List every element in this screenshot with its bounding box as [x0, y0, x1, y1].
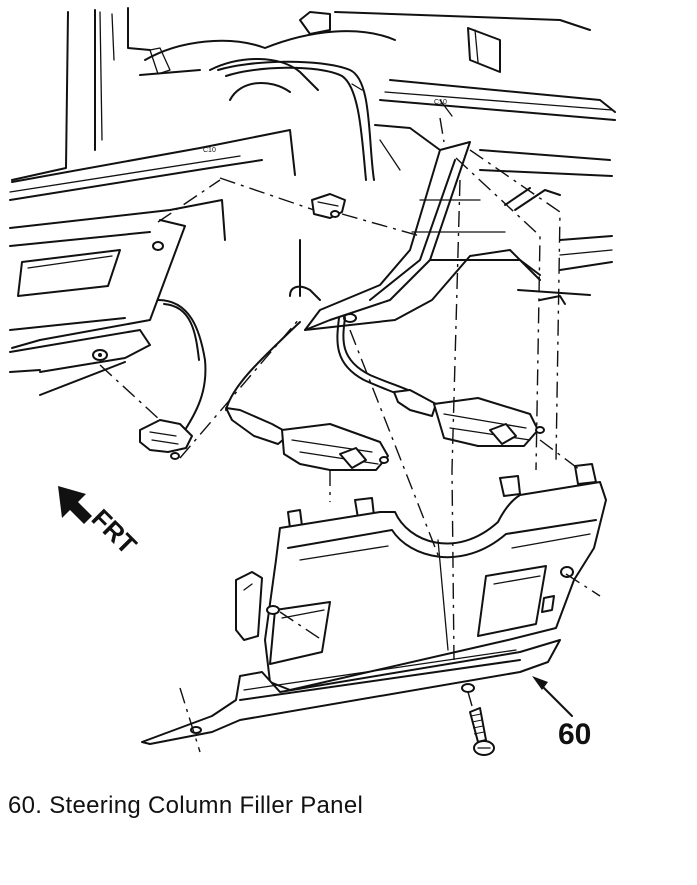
callout-number: 60 — [558, 718, 591, 751]
callout-arrow-icon — [532, 676, 548, 690]
screw — [469, 707, 495, 756]
left-lower-panel — [9, 199, 226, 396]
harness-left — [139, 299, 207, 460]
frt-label: FRT — [86, 503, 143, 560]
connectors — [225, 317, 545, 471]
figure-caption: 60. Steering Column Filler Panel — [8, 792, 364, 819]
filler-panel — [141, 463, 607, 745]
panel-marking-right: C10 — [434, 99, 447, 106]
callout-60: 60 — [532, 676, 591, 751]
front-arrow-icon — [58, 486, 92, 524]
instrument-panel-upper: C10 C10 — [9, 7, 616, 305]
front-arrow: FRT — [58, 486, 143, 560]
upper-clip — [311, 193, 346, 219]
panel-marking-left: C10 — [203, 147, 216, 154]
alignment-lines — [99, 117, 601, 753]
